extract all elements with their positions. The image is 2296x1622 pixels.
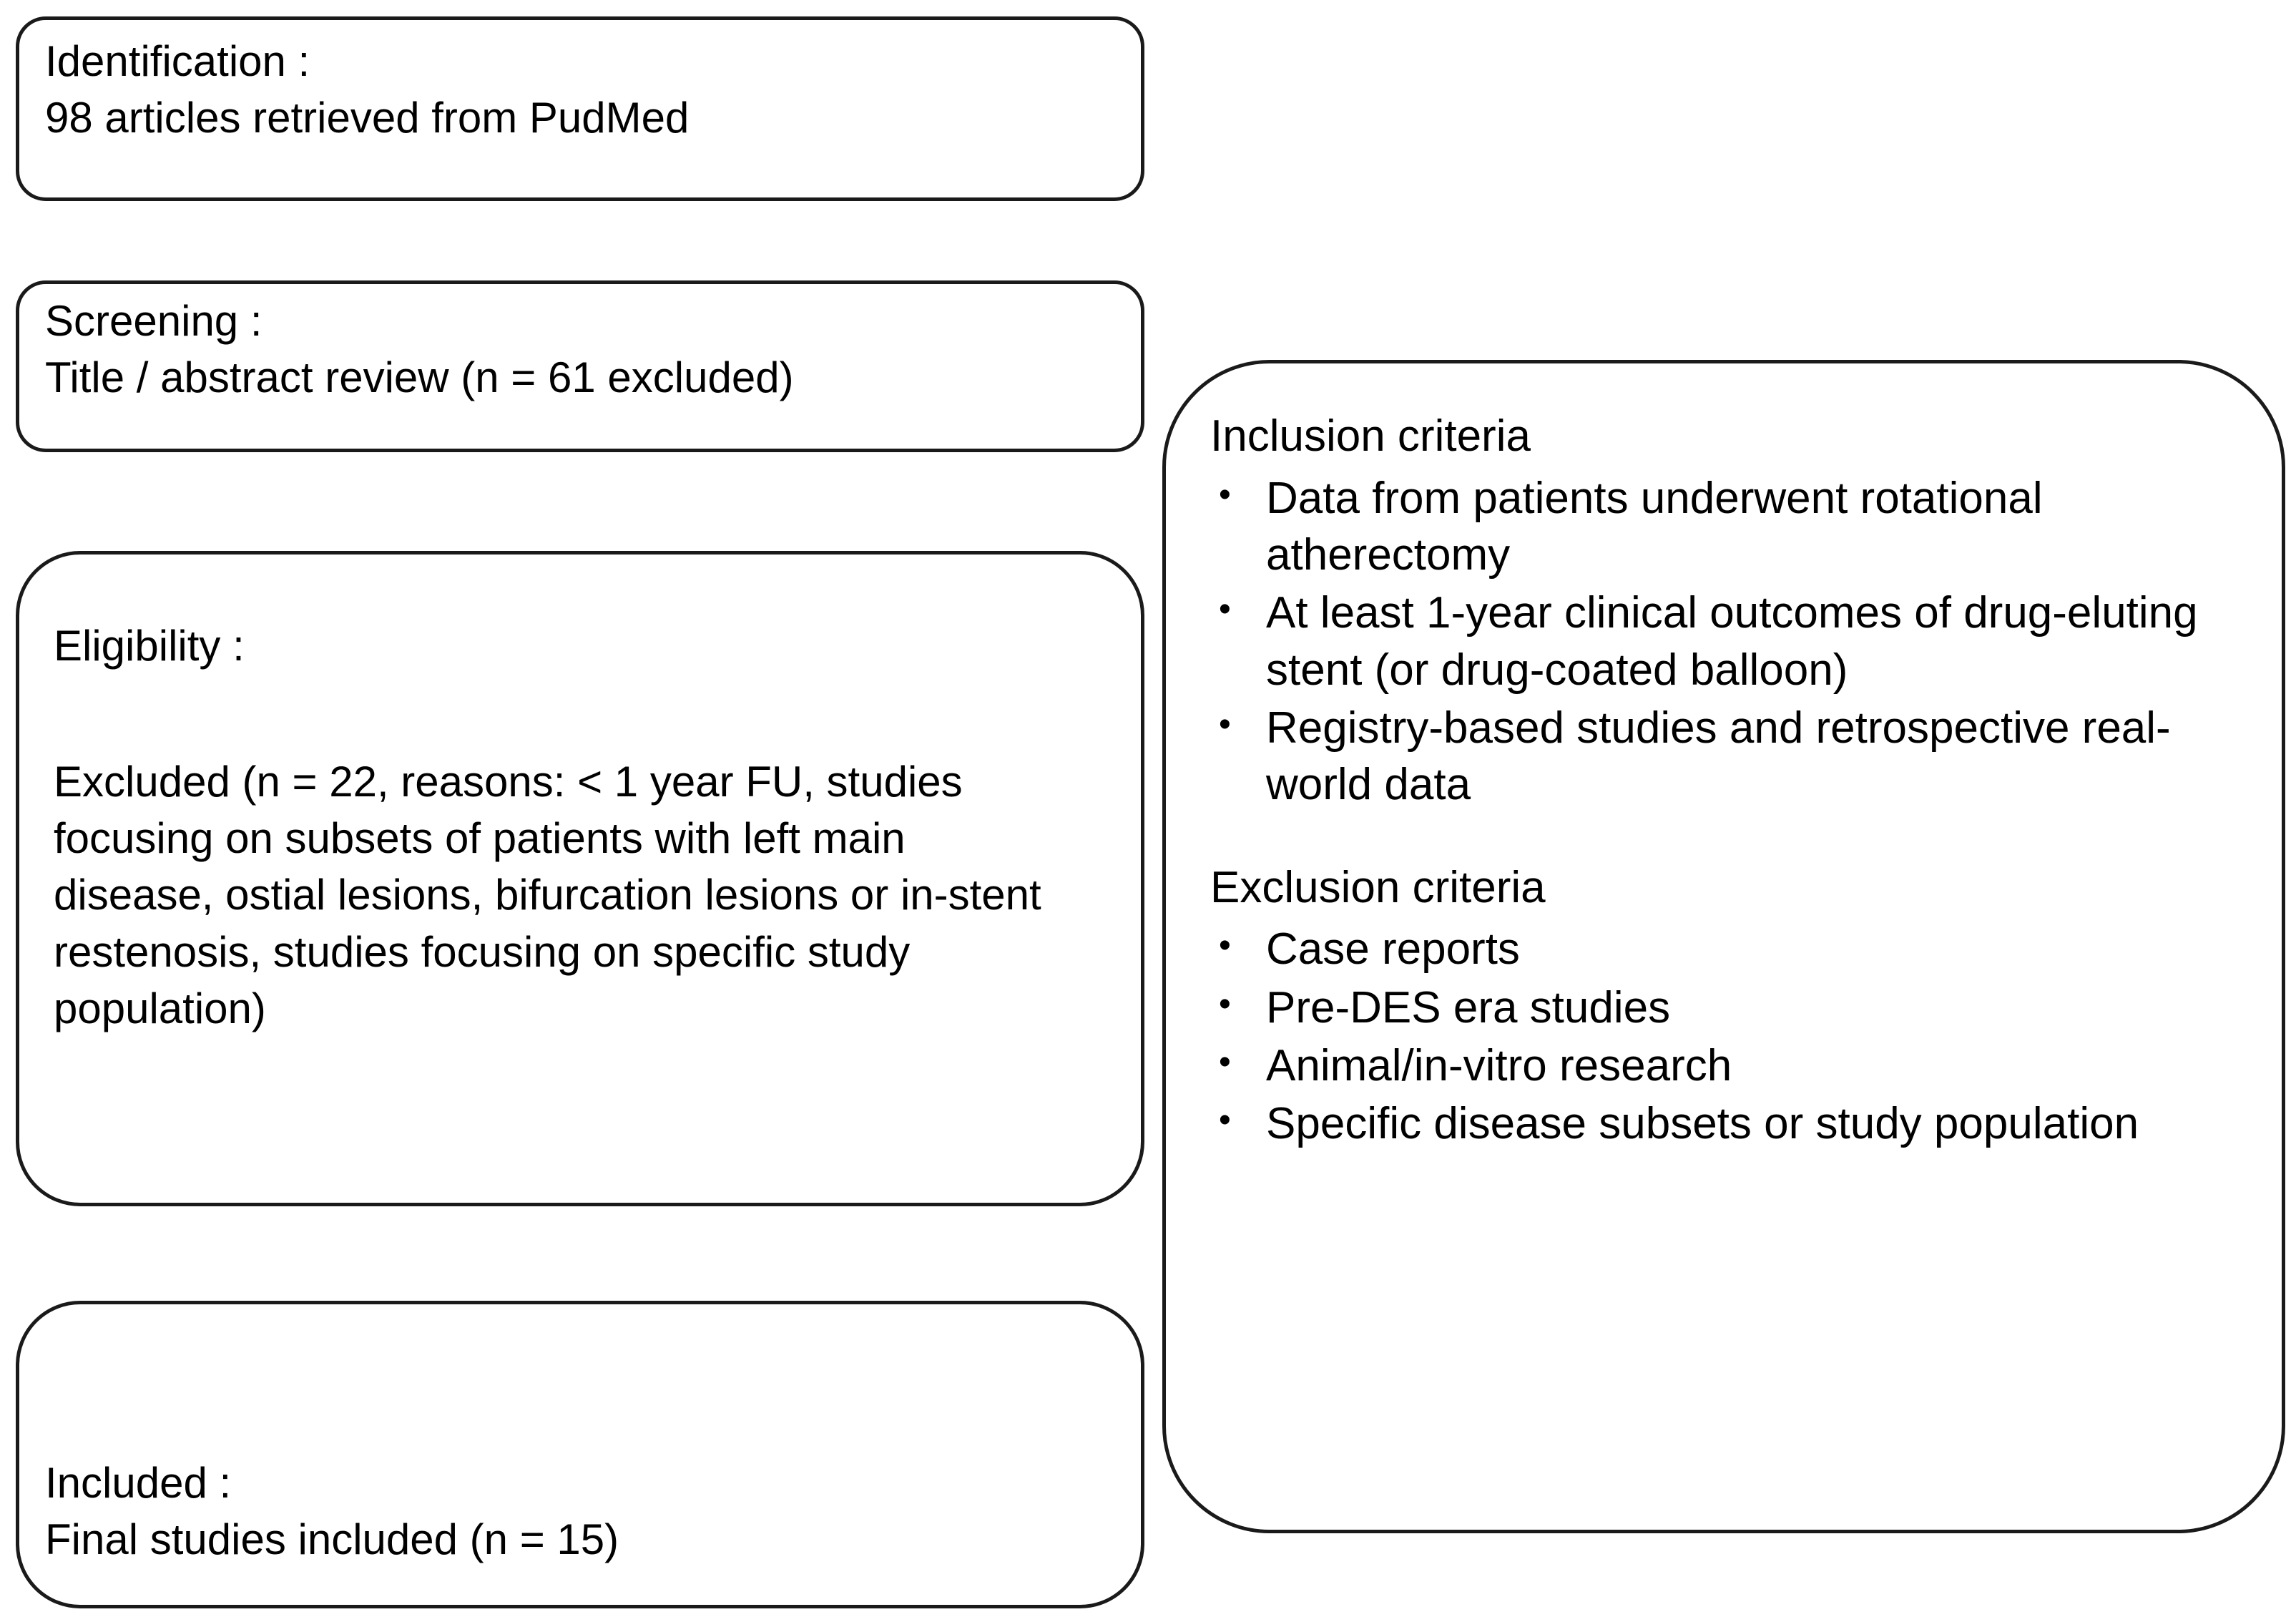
list-item-label: Registry-based studies and retrospective… [1266, 703, 2171, 810]
bullet-icon: • [1219, 590, 1231, 629]
exclusion-criteria-heading: Exclusion criteria [1210, 862, 1546, 912]
inclusion-criteria-heading: Inclusion criteria [1210, 411, 1531, 461]
list-item: • Data from patients underwent rotationa… [1210, 470, 2253, 584]
list-item: • Case reports [1210, 921, 2253, 977]
bullet-icon: • [1219, 705, 1231, 744]
flow-box-included: Included : Final studies included (n = 1… [16, 1301, 1144, 1608]
inclusion-criteria-list: • Data from patients underwent rotationa… [1210, 470, 2253, 814]
criteria-panel: Inclusion criteria • Data from patients … [1162, 360, 2285, 1533]
list-item: • Pre-DES era studies [1210, 979, 2253, 1036]
screening-text: Screening : Title / abstract review (n =… [45, 297, 794, 402]
flow-box-identification: Identification : 98 articles retrieved f… [16, 16, 1144, 201]
list-item-label: Data from patients underwent rotational … [1266, 473, 2043, 580]
bullet-icon: • [1219, 475, 1231, 514]
list-item: • Animal/in-vitro research [1210, 1037, 2253, 1094]
bullet-icon: • [1219, 1043, 1231, 1082]
identification-text: Identification : 98 articles retrieved f… [45, 37, 690, 142]
flow-box-eligibility: Eligibility : Excluded (n = 22, reasons:… [16, 551, 1144, 1206]
flow-box-screening: Screening : Title / abstract review (n =… [16, 280, 1144, 452]
bullet-icon: • [1219, 927, 1231, 965]
bullet-icon: • [1219, 985, 1231, 1023]
bullet-icon: • [1219, 1101, 1231, 1140]
exclusion-criteria-list: • Case reports • Pre-DES era studies • A… [1210, 921, 2253, 1152]
criteria-section-spacer [1210, 815, 2253, 859]
eligibility-label: Eligibility : [54, 622, 245, 670]
list-item: • At least 1-year clinical outcomes of d… [1210, 585, 2253, 698]
included-text: Included : Final studies included (n = 1… [45, 1459, 619, 1564]
list-item-label: Animal/in-vitro research [1266, 1041, 1732, 1091]
eligibility-detail: Excluded (n = 22, reasons: < 1 year FU, … [54, 758, 1054, 1032]
list-item: • Registry-based studies and retrospecti… [1210, 700, 2253, 814]
list-item-label: Case reports [1266, 924, 1520, 974]
list-item: • Specific disease subsets or study popu… [1210, 1095, 2253, 1152]
list-item-label: At least 1-year clinical outcomes of dru… [1266, 588, 2198, 695]
criteria-content: Inclusion criteria • Data from patients … [1210, 408, 2253, 1154]
list-item-label: Specific disease subsets or study popula… [1266, 1099, 2139, 1149]
list-item-label: Pre-DES era studies [1266, 982, 1671, 1032]
